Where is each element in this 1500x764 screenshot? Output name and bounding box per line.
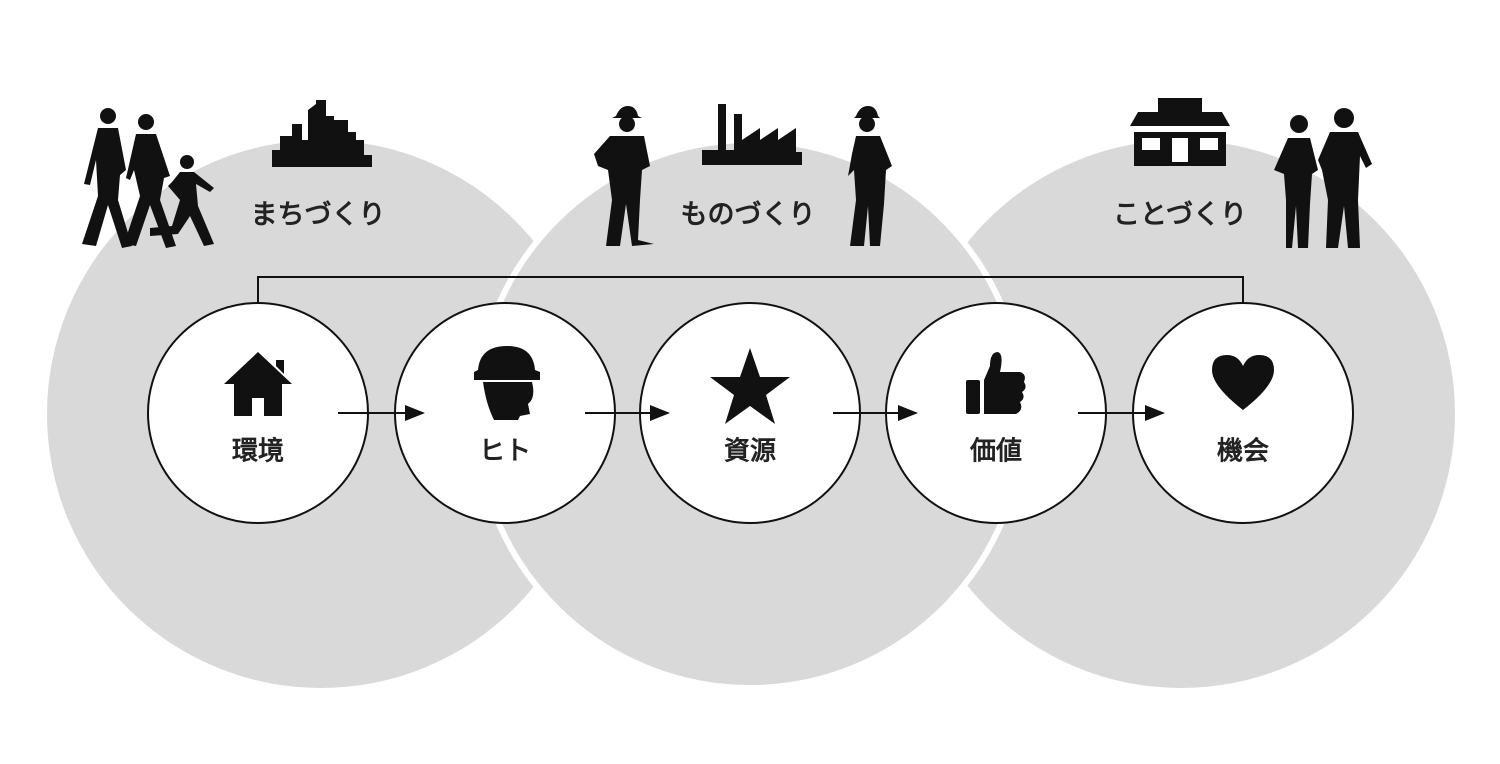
node-label-shigen: 資源 xyxy=(723,436,777,467)
house-icon xyxy=(224,352,292,416)
node-label-hito: ヒト xyxy=(478,436,532,467)
hardhat-head-icon xyxy=(474,346,540,420)
shop-icon xyxy=(1130,98,1230,166)
factory-icon xyxy=(702,104,802,165)
couple-icon xyxy=(1274,108,1372,248)
node-label-kachi: 価値 xyxy=(969,436,1023,467)
heart-icon xyxy=(1212,355,1274,410)
worker-woman-icon xyxy=(848,106,892,246)
family-walking-icon xyxy=(82,108,214,248)
thumbs-up-icon xyxy=(966,352,1026,414)
zone-label-kotozukuri: ことづくり xyxy=(1113,199,1247,231)
city-skyline-icon xyxy=(272,100,372,167)
zone-label-machizukuri: まちづくり xyxy=(250,199,386,231)
worker-man-icon xyxy=(594,106,654,246)
node-label-kankyo: 環境 xyxy=(231,436,285,467)
node-label-kikai: 機会 xyxy=(1216,436,1270,467)
zone-label-monozukuri: ものづくり xyxy=(680,199,816,231)
node-circle-shigen xyxy=(639,302,861,524)
star-icon xyxy=(710,348,790,424)
node-circle-kikai xyxy=(1132,302,1354,524)
node-circle-kankyo xyxy=(147,302,369,524)
